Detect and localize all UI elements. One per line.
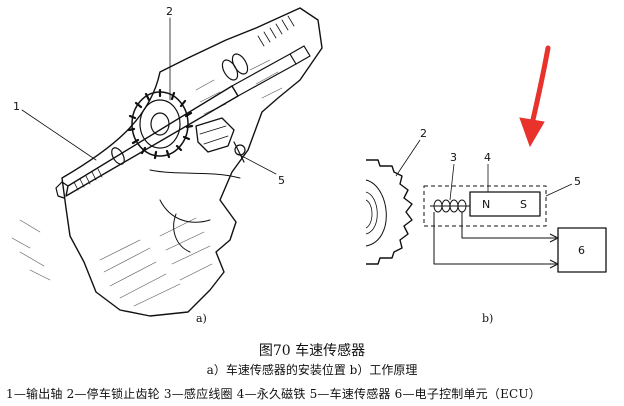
figure-legend: 1—输出轴 2—停车锁止齿轮 3—感应线圈 4—永久磁铁 5—车速传感器 6—电…	[6, 387, 541, 401]
callout-2-a: 2	[166, 5, 173, 18]
lower-mount	[149, 169, 241, 253]
callout-4-b: 4	[484, 151, 491, 164]
panel-b-sublabel: b)	[482, 312, 493, 325]
ecu-box	[557, 227, 607, 273]
wire-upper	[461, 212, 556, 239]
magnet-north-label: N	[482, 198, 490, 211]
callout-5-b: 5	[574, 175, 581, 188]
ecu-label: 6	[578, 244, 585, 257]
speed-sensor-body-a	[195, 117, 246, 163]
magnet-south-label: S	[520, 198, 527, 211]
parking-lock-gear	[127, 88, 194, 160]
red-arrow-annotation	[519, 45, 551, 148]
figure-subtitle: a）车速传感器的安装位置 b）工作原理	[206, 363, 418, 377]
toothed-wheel	[366, 159, 413, 265]
wheel-inner-arc	[365, 179, 387, 247]
panel-a-sublabel: a)	[196, 312, 207, 325]
panel-b-drawing	[365, 139, 607, 273]
permanent-magnet	[469, 191, 541, 217]
callout-3-b: 3	[450, 151, 457, 164]
callout-leader-1-a	[21, 109, 97, 161]
callout-1-a: 1	[13, 100, 20, 113]
callout-leader-3-b	[449, 163, 455, 201]
callout-leader-5-a	[237, 153, 277, 175]
sensor-dashed-box	[423, 185, 547, 227]
callout-2-b: 2	[420, 127, 427, 140]
output-shaft	[55, 15, 311, 199]
callout-5-a: 5	[278, 174, 285, 187]
callout-leader-5-b	[545, 183, 573, 197]
figure-title: 图70 车速传感器	[258, 343, 366, 359]
wheel-hub-arcs	[365, 191, 378, 235]
callout-leader-2-b	[395, 139, 421, 177]
transmission-housing	[61, 7, 323, 317]
induction-coil	[430, 199, 470, 213]
panel-a-drawing	[11, 7, 323, 317]
wire-lower	[433, 212, 556, 265]
